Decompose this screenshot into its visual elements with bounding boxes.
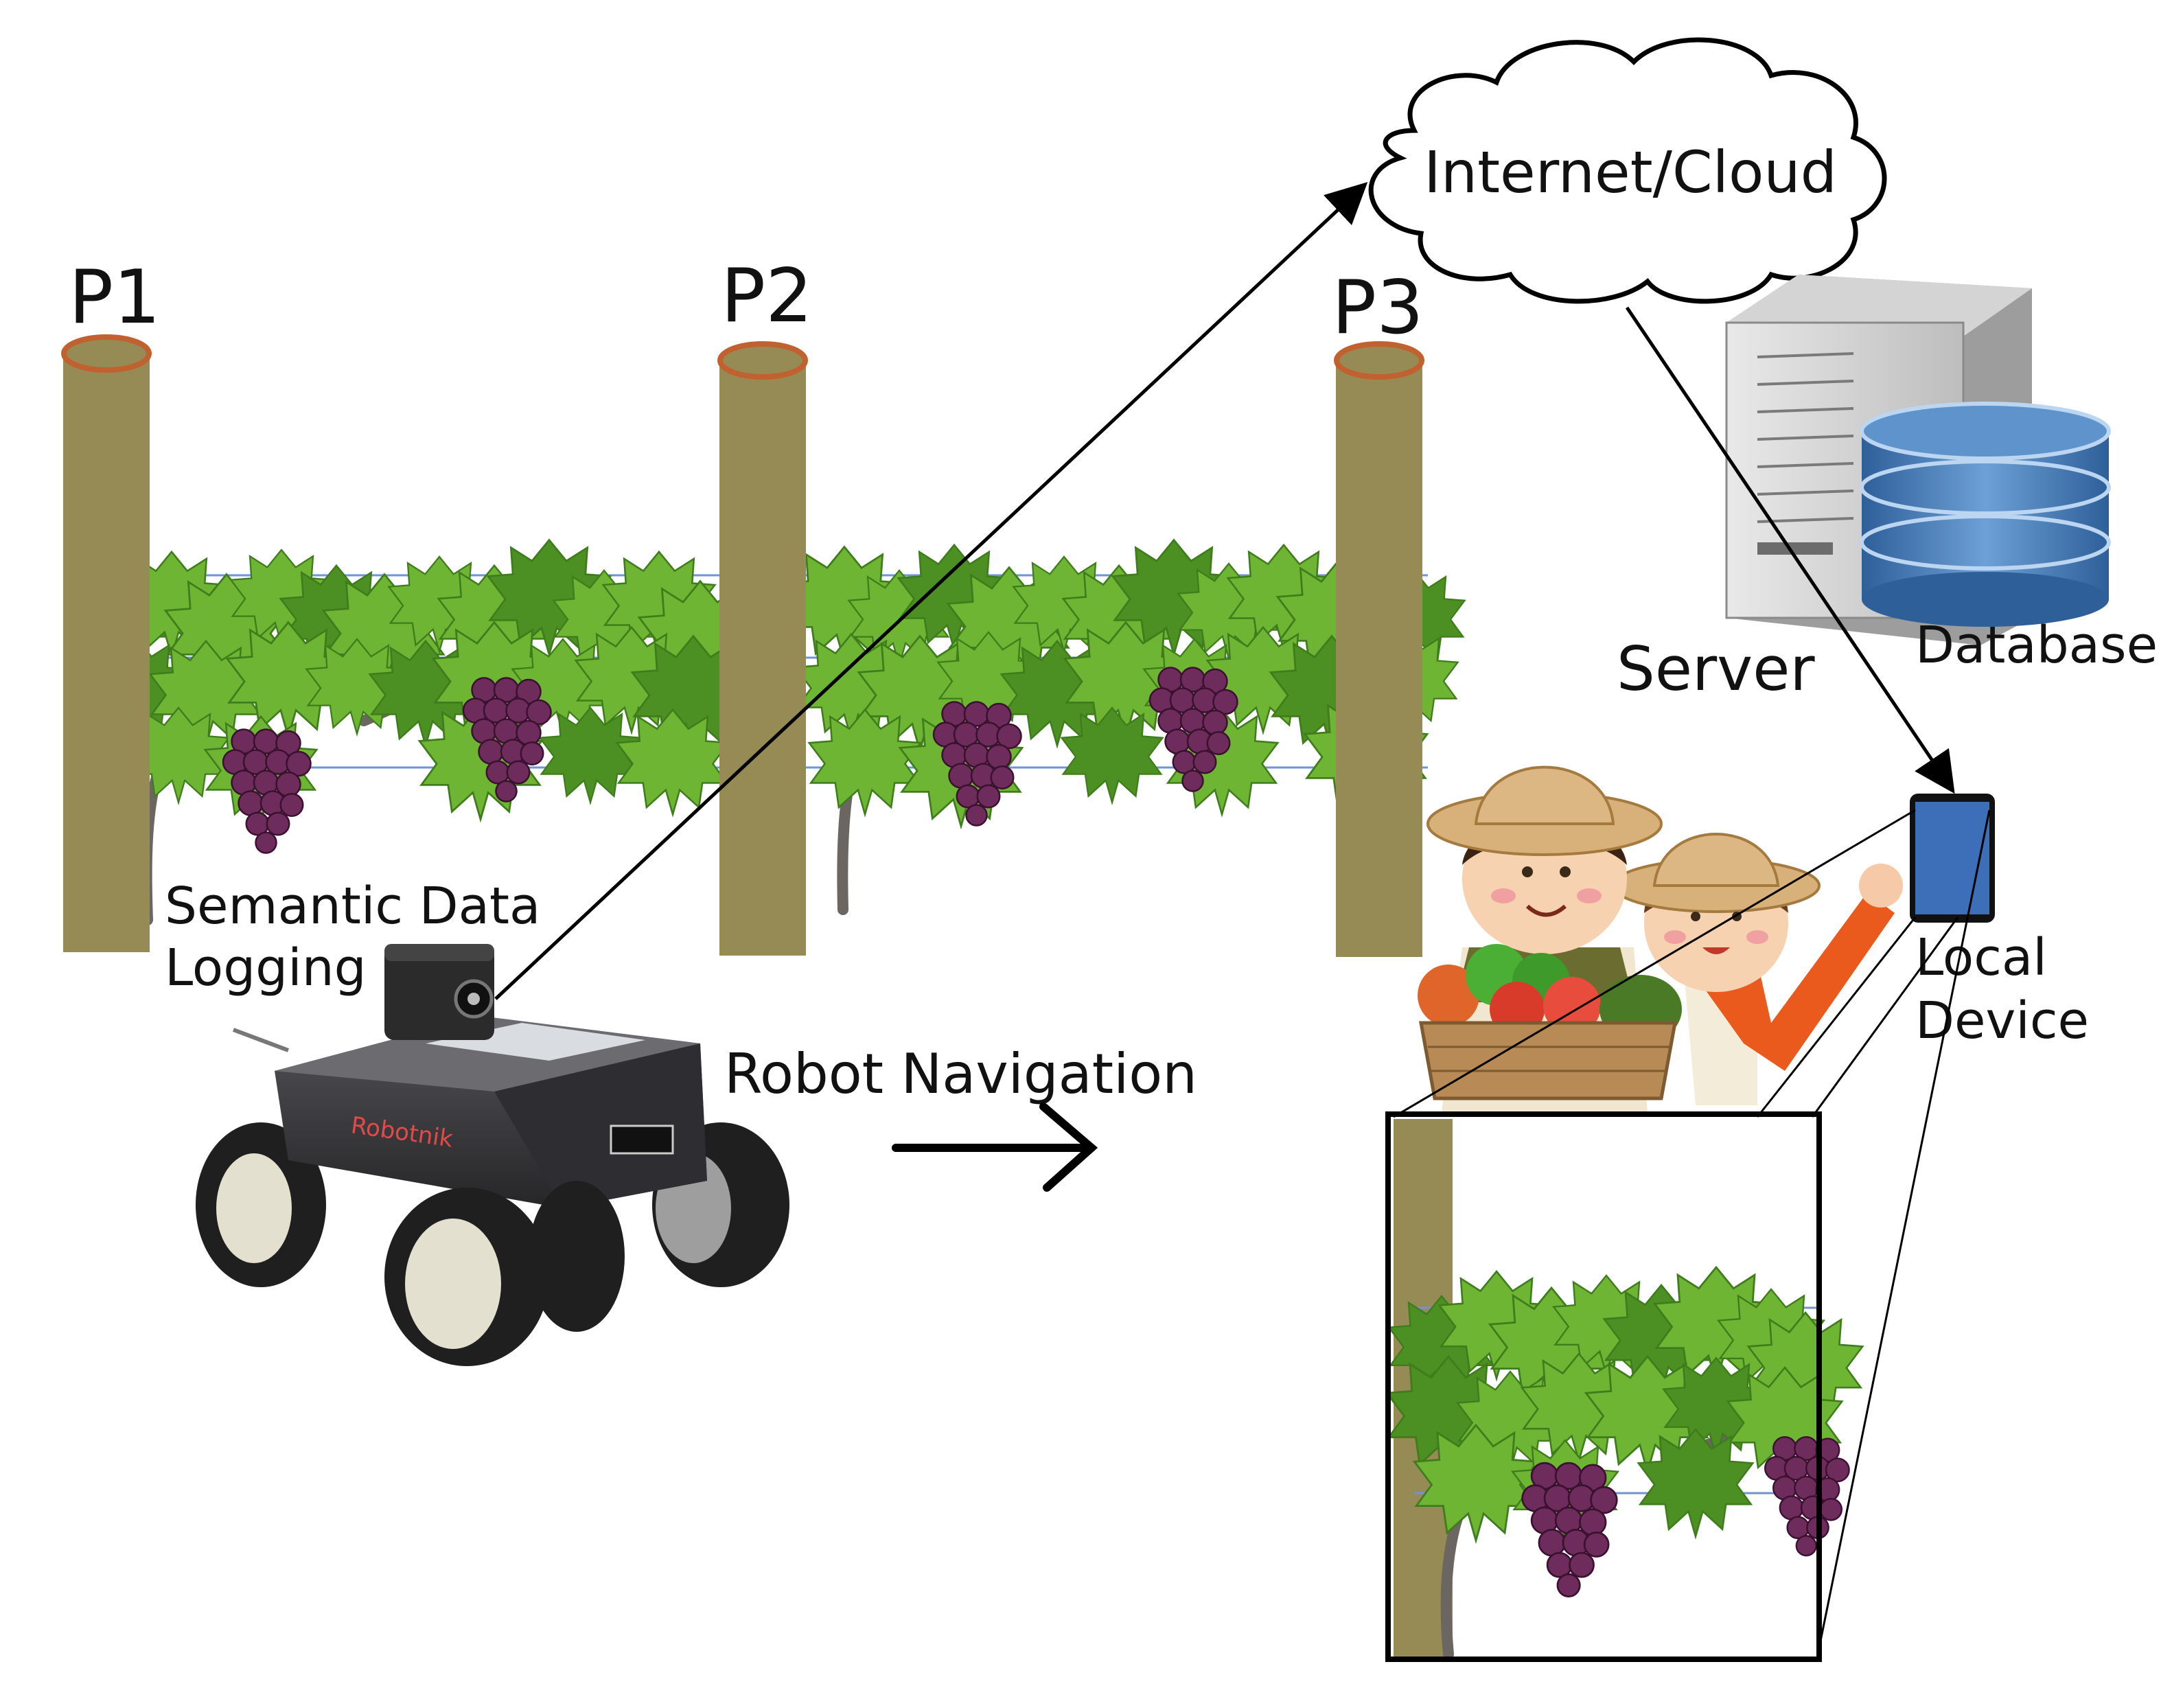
robot-wheel-front-left (384, 1188, 549, 1366)
cloud-label: Internet/Cloud (1424, 139, 1837, 206)
robot: Robotnik (196, 944, 789, 1366)
robot-navigation-label: Robot Navigation (724, 1042, 1197, 1106)
database-icon (1860, 402, 2111, 627)
local-device-label-line2: Device (1915, 991, 2089, 1050)
database-label: Database (1915, 616, 2158, 675)
post-p1: P1 (61, 255, 161, 952)
zoom-projection-lines (1393, 809, 1991, 1655)
camera-icon (384, 944, 494, 1040)
local-device-label-line1: Local (1915, 928, 2047, 987)
robot-wheel-front-right (529, 1181, 625, 1332)
server-label: Server (1617, 634, 1815, 704)
semantic-logging-label-line2: Logging (165, 938, 367, 997)
upload-arrow (494, 182, 1368, 1000)
post-p2: P2 (717, 253, 813, 956)
local-device-phone (1910, 794, 1995, 923)
post-p3: P3 (1332, 265, 1424, 957)
robot-wheel-rear-left (196, 1122, 326, 1287)
post-label-p2: P2 (721, 253, 813, 339)
local-device-view (1385, 1111, 1864, 1662)
download-arrow (1625, 306, 1955, 794)
farmers-illustration (1418, 765, 1903, 1112)
semantic-logging-label-line1: Semantic Data (165, 877, 540, 936)
navigation-arrow (892, 1103, 1098, 1192)
post-label-p1: P1 (69, 255, 161, 341)
internet-cloud: Internet/Cloud (1368, 37, 1887, 304)
post-label-p3: P3 (1332, 265, 1424, 351)
